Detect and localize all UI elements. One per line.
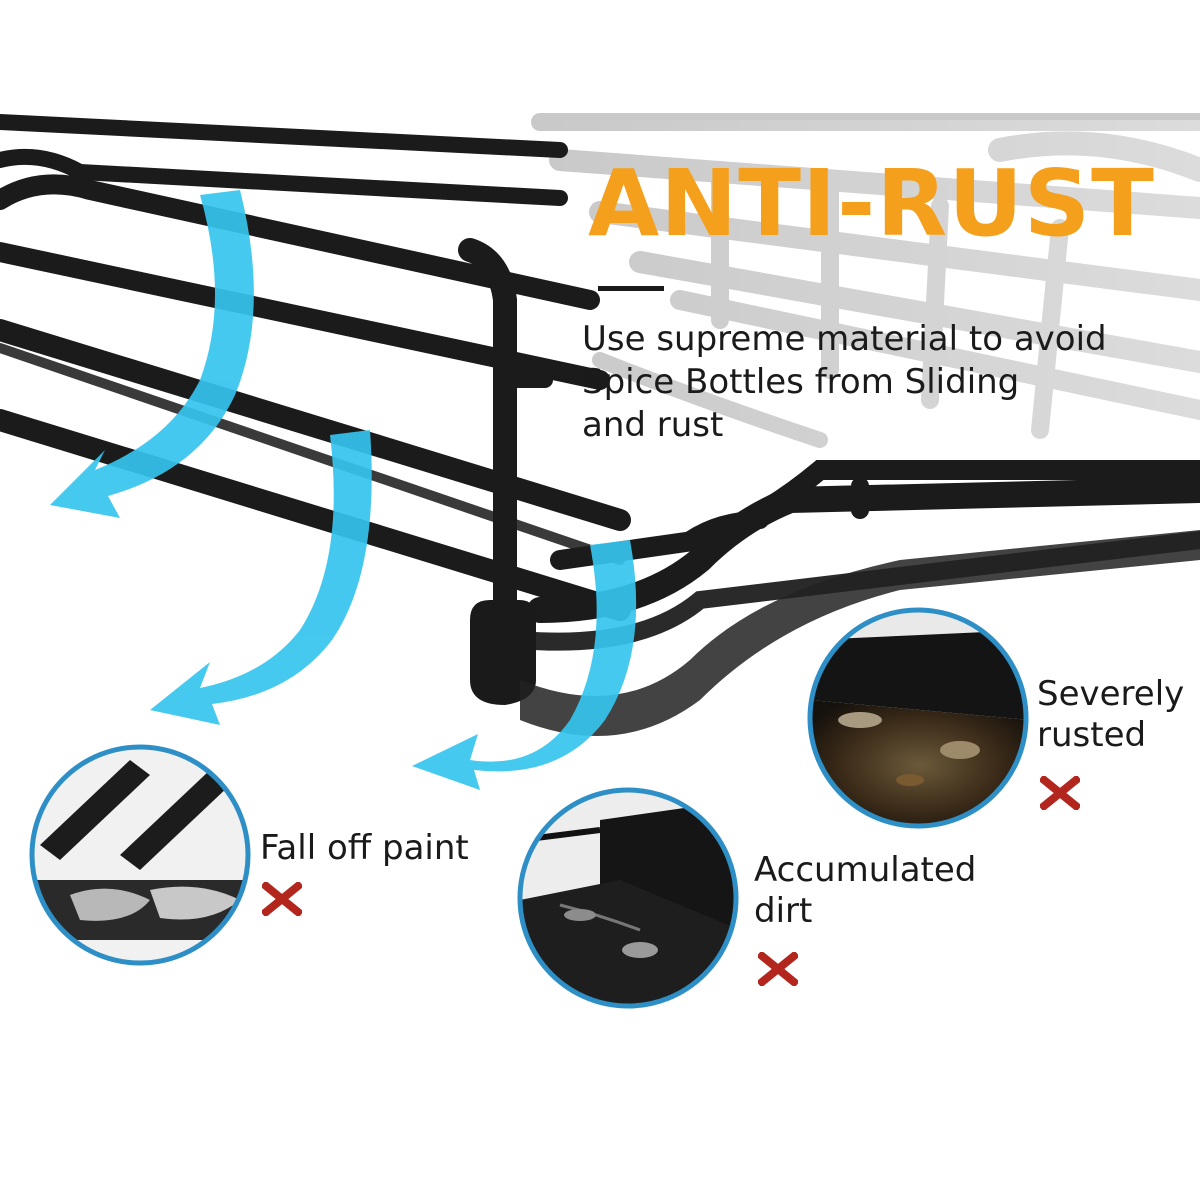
headline-underline (598, 286, 664, 291)
label-accumulated-dirt: Accumulated dirt (754, 850, 976, 932)
black-rack (0, 114, 1200, 651)
label-fall-off-paint: Fall off paint (260, 828, 469, 869)
grey-overlay (546, 120, 1200, 470)
inset-fall-off-paint (29, 744, 251, 966)
label-accumulated-dirt-line-2: dirt (754, 891, 813, 931)
label-severely-rusted-line-2: rusted (1037, 715, 1147, 755)
description-text: Use supreme material to avoid Spice Bott… (582, 318, 1162, 447)
description-line-3: and rust (582, 405, 724, 445)
airflow-arrows (50, 190, 637, 790)
inset-severely-rusted (807, 607, 1029, 829)
description-line-2: Spice Bottles from Sliding (582, 362, 1020, 402)
headline-anti-rust: ANTI-RUST (588, 150, 1155, 257)
red-x-icon (758, 952, 798, 986)
label-severely-rusted-line-1: Severely (1037, 674, 1185, 714)
inset-accumulated-dirt (517, 787, 739, 1009)
red-x-icon (1040, 776, 1080, 810)
red-x-icon (262, 882, 302, 916)
description-line-1: Use supreme material to avoid (582, 319, 1107, 359)
rack-foot (470, 600, 536, 705)
rack-bottom-rail (520, 530, 1200, 736)
label-fall-off-paint-line-1: Fall off paint (260, 828, 469, 868)
label-accumulated-dirt-line-1: Accumulated (754, 850, 977, 890)
label-severely-rusted: Severely rusted (1037, 674, 1184, 756)
